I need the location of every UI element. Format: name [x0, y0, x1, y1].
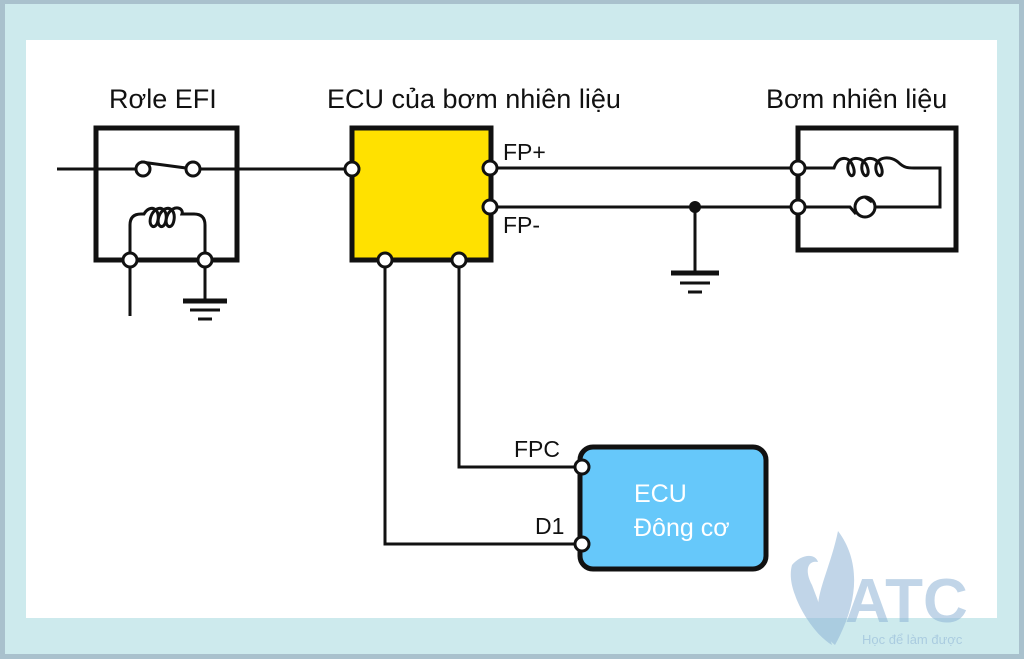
- diagram-panel: [26, 40, 997, 618]
- flame-logo-icon: [817, 531, 855, 645]
- relay-coil-icon: [128, 206, 207, 260]
- relay-ground-icon: [183, 298, 227, 321]
- pump-coil-icon: [798, 156, 942, 209]
- atc-watermark: ATC Học để làm được: [790, 531, 968, 647]
- fpc-label: FPC: [514, 436, 560, 462]
- fp-minus-ground-icon: [671, 270, 719, 294]
- engine-ecu-label-line1: ECU: [634, 480, 687, 508]
- pump-title: Bơm nhiên liệu: [766, 84, 947, 114]
- engine-ecu-block: ECU Đông cơ FPC D1: [514, 436, 769, 572]
- fuel-pump-block: [789, 125, 959, 253]
- fp-minus-label: FP-: [503, 212, 540, 238]
- relay-title: Rơle EFI: [109, 84, 217, 114]
- pump-ecu-box: [349, 125, 494, 263]
- fp-minus-terminal: [481, 198, 499, 216]
- relay-box: [93, 125, 240, 263]
- relay-switch-terminal-left: [134, 160, 152, 178]
- fpc-out-terminal: [450, 251, 468, 269]
- wires: [57, 166, 792, 546]
- d1-out-terminal: [376, 251, 394, 269]
- d1-label: D1: [535, 513, 564, 539]
- relay-switch-terminal-right: [184, 160, 202, 178]
- watermark-tagline: Học để làm được: [862, 632, 963, 647]
- pump-box: [795, 125, 959, 253]
- pump-terminal-bottom: [789, 198, 807, 216]
- engine-ecu-label-line2: Đông cơ: [634, 514, 730, 542]
- fpc-terminal: [573, 458, 591, 476]
- d1-wire: [383, 266, 576, 546]
- fp-plus-terminal: [481, 159, 499, 177]
- watermark-brand: ATC: [845, 567, 968, 636]
- engine-ecu-box: [577, 444, 769, 572]
- fp-plus-label: FP+: [503, 139, 546, 165]
- pump-ecu-title: ECU của bơm nhiên liệu: [327, 84, 621, 114]
- pump-ecu-block: FP+ FP-: [343, 125, 546, 269]
- pump-ecu-input-terminal: [343, 160, 361, 178]
- d1-terminal: [573, 535, 591, 553]
- pump-motor-icon: [853, 195, 877, 219]
- junction-dot: [689, 201, 701, 213]
- relay-efi-block: [93, 125, 240, 321]
- fpc-wire: [457, 266, 576, 469]
- pump-terminal-top: [789, 159, 807, 177]
- pump-motor-lead: [798, 195, 873, 215]
- relay-coil-terminal-right: [196, 251, 214, 269]
- relay-coil-terminal-left: [121, 251, 139, 269]
- wave-logo-icon: [790, 555, 832, 645]
